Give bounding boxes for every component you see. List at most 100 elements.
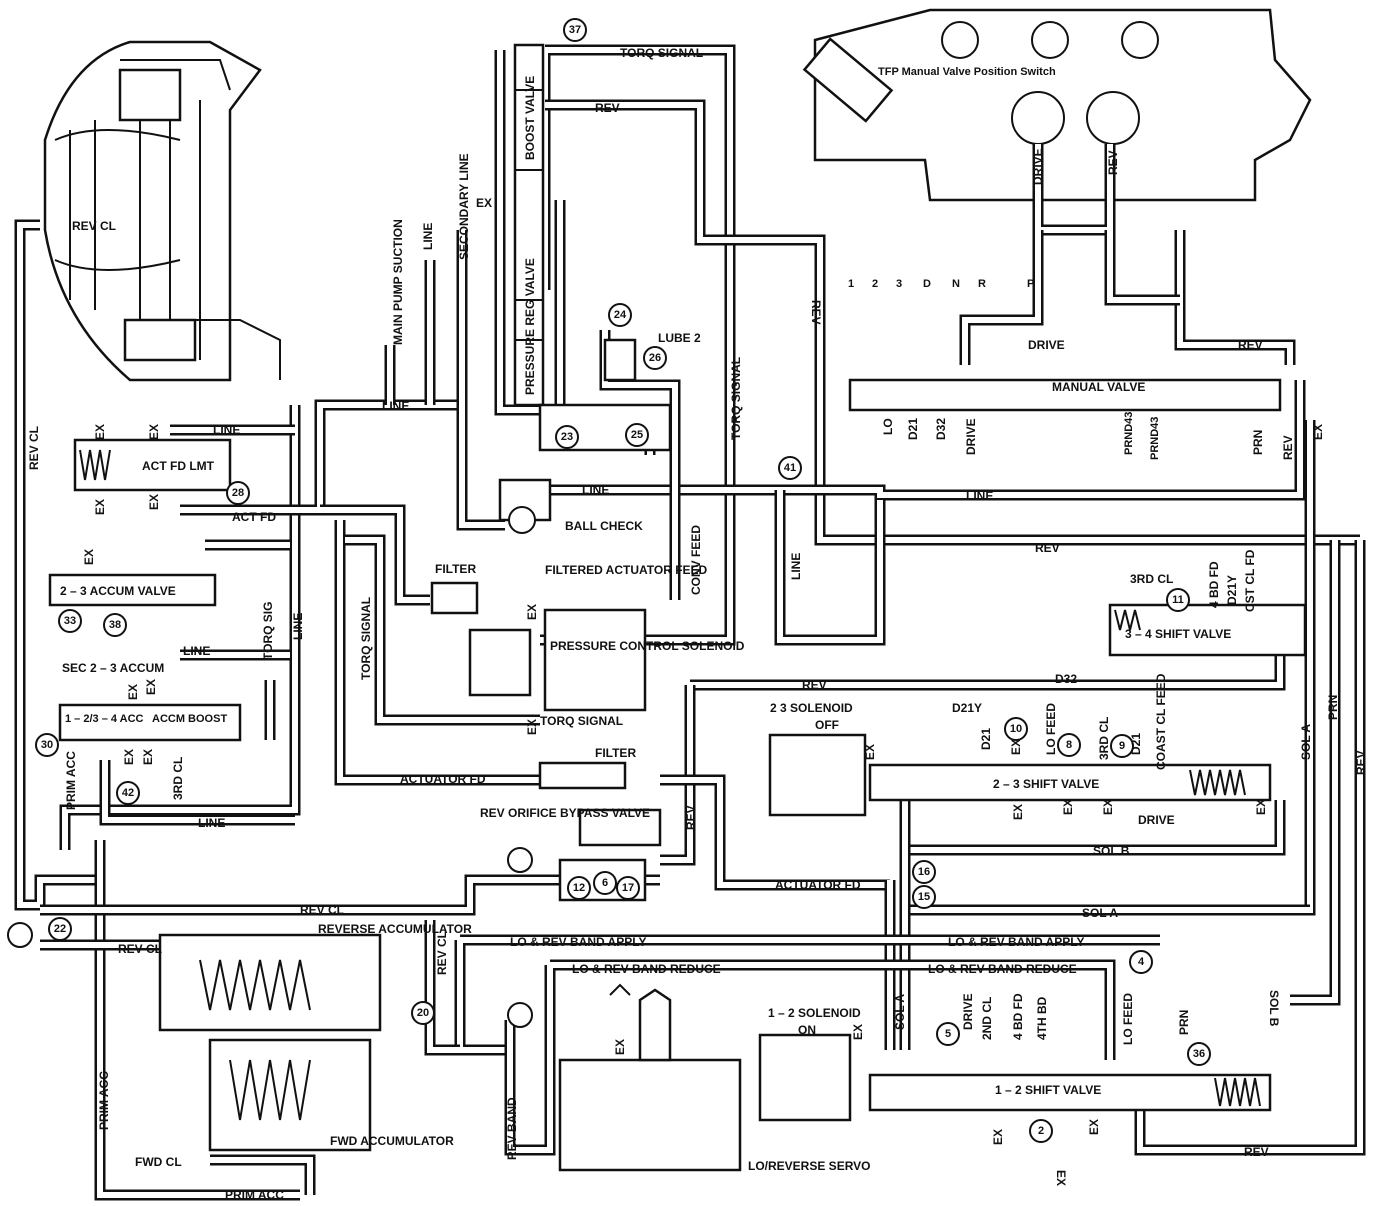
callout-circle (1187, 1042, 1211, 1066)
callout-circle (35, 733, 59, 757)
label-solenoid-23: 2 3 SOLENOID (770, 701, 853, 715)
label-torq-signal-low: TORQ SIGNAL (540, 714, 623, 728)
label-shift-valve-12: 1 – 2 SHIFT VALVE (995, 1083, 1101, 1097)
label-rev-cl-mid: REV CL (300, 903, 344, 917)
label-acc-1234: 1 – 2/3 – 4 ACC (65, 713, 144, 725)
label-line-vert: LINE (291, 613, 305, 640)
label-prn-vert: PRN (1326, 695, 1340, 720)
callout-number: 20 (417, 1007, 429, 1019)
callout-number: 25 (631, 429, 643, 441)
callout-number: 16 (918, 866, 930, 878)
callout-26: 26 (643, 346, 667, 370)
label-ex-top: EX (476, 196, 492, 210)
label-ex-servo: EX (613, 1039, 627, 1055)
label-fourth-bd: 4TH BD (1035, 996, 1049, 1040)
label-ex-d1: EX (991, 1129, 1005, 1145)
label-ex-c3: EX (1061, 799, 1075, 815)
label-ex-sol23: EX (863, 744, 877, 760)
callout-12: 12 (567, 876, 591, 900)
callout-6: 6 (593, 871, 617, 895)
label-ex-d2: EX (1054, 1170, 1068, 1186)
callout-number: 22 (54, 923, 66, 935)
label-gear-n: N (952, 278, 960, 290)
label-gear-2: 2 (872, 278, 878, 290)
callout-circle (616, 876, 640, 900)
callout-9: 9 (1110, 734, 1134, 758)
callout-circle (936, 1022, 960, 1046)
callout-25: 25 (625, 423, 649, 447)
callout-circle (58, 609, 82, 633)
callout-circle (103, 613, 127, 637)
callout-number: 15 (918, 891, 930, 903)
label-rev-vert-right: REV (1354, 750, 1368, 775)
label-ex-b1: EX (126, 684, 140, 700)
label-rev-h: REV (1238, 338, 1263, 352)
label-rev-top: REV (595, 101, 620, 115)
label-lo-rev-band-reduce: LO & REV BAND REDUCE (572, 962, 721, 976)
label-line-accum: LINE (183, 644, 210, 658)
label-ex-a3: EX (93, 499, 107, 515)
callout-number: 38 (109, 619, 121, 631)
callout-circle (116, 781, 140, 805)
label-rev-band: REV BAND (505, 1097, 519, 1160)
callout-number: 42 (122, 787, 134, 799)
clutch-drum-illustration (43, 40, 281, 382)
label-sol-a-vert2: SOL A (893, 994, 907, 1030)
callout-circle (48, 917, 72, 941)
callout-circle (555, 425, 579, 449)
label-pressure-reg-valve: PRESSURE REG VALVE (523, 258, 537, 395)
label-third-cl-2: 3RD CL (1097, 717, 1111, 760)
label-boost-valve: BOOST VALVE (523, 76, 537, 160)
label-prnd43a: PRND43 (1123, 412, 1135, 455)
label-rev-mid: REV (802, 678, 827, 692)
callout-33: 33 (58, 609, 82, 633)
label-rev-cl-left: REV CL (27, 426, 41, 470)
callout-number: 23 (561, 431, 573, 443)
label-tfp-switch: TFP Manual Valve Position Switch (878, 66, 1056, 78)
callout-number: 24 (614, 309, 627, 321)
label-rev-v2: REV (1281, 435, 1295, 460)
label-prn-2: PRN (1177, 1010, 1191, 1035)
callout-28: 28 (226, 481, 250, 505)
callout-circle (625, 423, 649, 447)
label-coast-cl-feed: COAST CL FEED (1154, 673, 1168, 770)
label-drive-switch: DRIVE (1031, 148, 1045, 185)
label-on: ON (798, 1023, 816, 1037)
label-line-2: LINE (213, 423, 240, 437)
callout-16: 16 (912, 860, 936, 884)
callout-number: 9 (1119, 740, 1125, 752)
label-fwd-cl: FWD CL (135, 1155, 182, 1169)
label-ex-accum: EX (82, 549, 96, 565)
callout-24: 24 (608, 303, 632, 327)
label-torq-signal-top: TORQ SIGNAL (620, 46, 703, 60)
callout-number: 5 (945, 1028, 951, 1040)
label-ex-b2: EX (144, 679, 158, 695)
label-ex-a4: EX (147, 494, 161, 510)
labels: REV CL REV CL MAIN PUMP SUCTION LINE SEC… (27, 46, 1368, 1202)
callout-number: 6 (602, 877, 608, 889)
callout-number: 36 (1193, 1048, 1205, 1060)
label-d21: D21 (906, 418, 920, 440)
callout-circle (1057, 733, 1081, 757)
label-drive-v: DRIVE (964, 418, 978, 455)
callout-circle (1004, 717, 1028, 741)
label-bd-fd-4-2: 4 BD FD (1011, 993, 1025, 1040)
label-filter2: FILTER (595, 746, 636, 760)
label-third-cl: 3RD CL (1130, 572, 1173, 586)
label-accum-valve-23: 2 – 3 ACCUM VALVE (60, 584, 176, 598)
label-ex-d3: EX (1087, 1119, 1101, 1135)
label-rev-switch: REV (1106, 150, 1120, 175)
callout-number: 30 (41, 739, 53, 751)
label-actuator-fd-2: ACTUATOR FD (775, 878, 861, 892)
callout-number: 33 (64, 615, 76, 627)
label-cst-cl-fd: CST CL FD (1243, 549, 1257, 612)
callout-2: 2 (1029, 1119, 1053, 1143)
label-drive-2: DRIVE (961, 993, 975, 1030)
label-rev-cl-vert: REV CL (435, 931, 449, 975)
label-gear-p: P (1027, 278, 1034, 290)
label-prim-acc-bottom: PRIM ACC (225, 1188, 284, 1202)
label-line-low: LINE (198, 816, 225, 830)
callout-number: 11 (1172, 594, 1184, 606)
label-ex-pcs2: EX (525, 719, 539, 735)
